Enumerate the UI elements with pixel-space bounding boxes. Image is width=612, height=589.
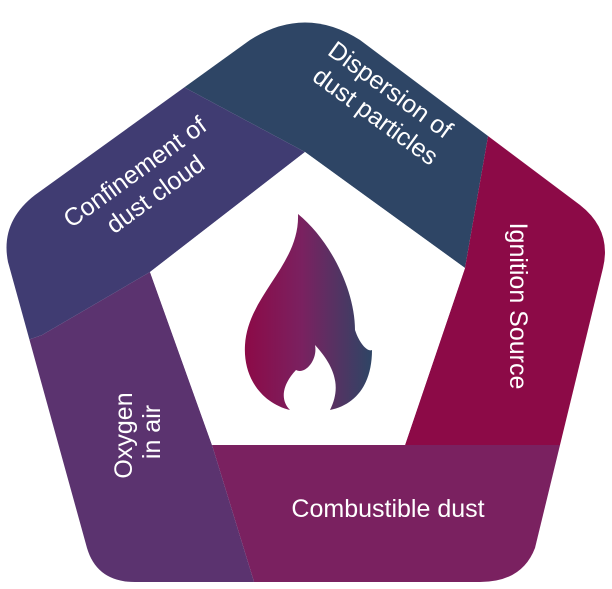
segment-ignition: [405, 125, 605, 445]
segment-dispersion: [160, 22, 605, 268]
flame-icon: [244, 214, 372, 410]
combustible-label: Combustible dust: [291, 495, 484, 523]
oxygen-label: Oxygen in air: [110, 385, 166, 478]
segment-combustible: [212, 445, 605, 582]
ignition-label: Ignition Source: [504, 223, 532, 390]
